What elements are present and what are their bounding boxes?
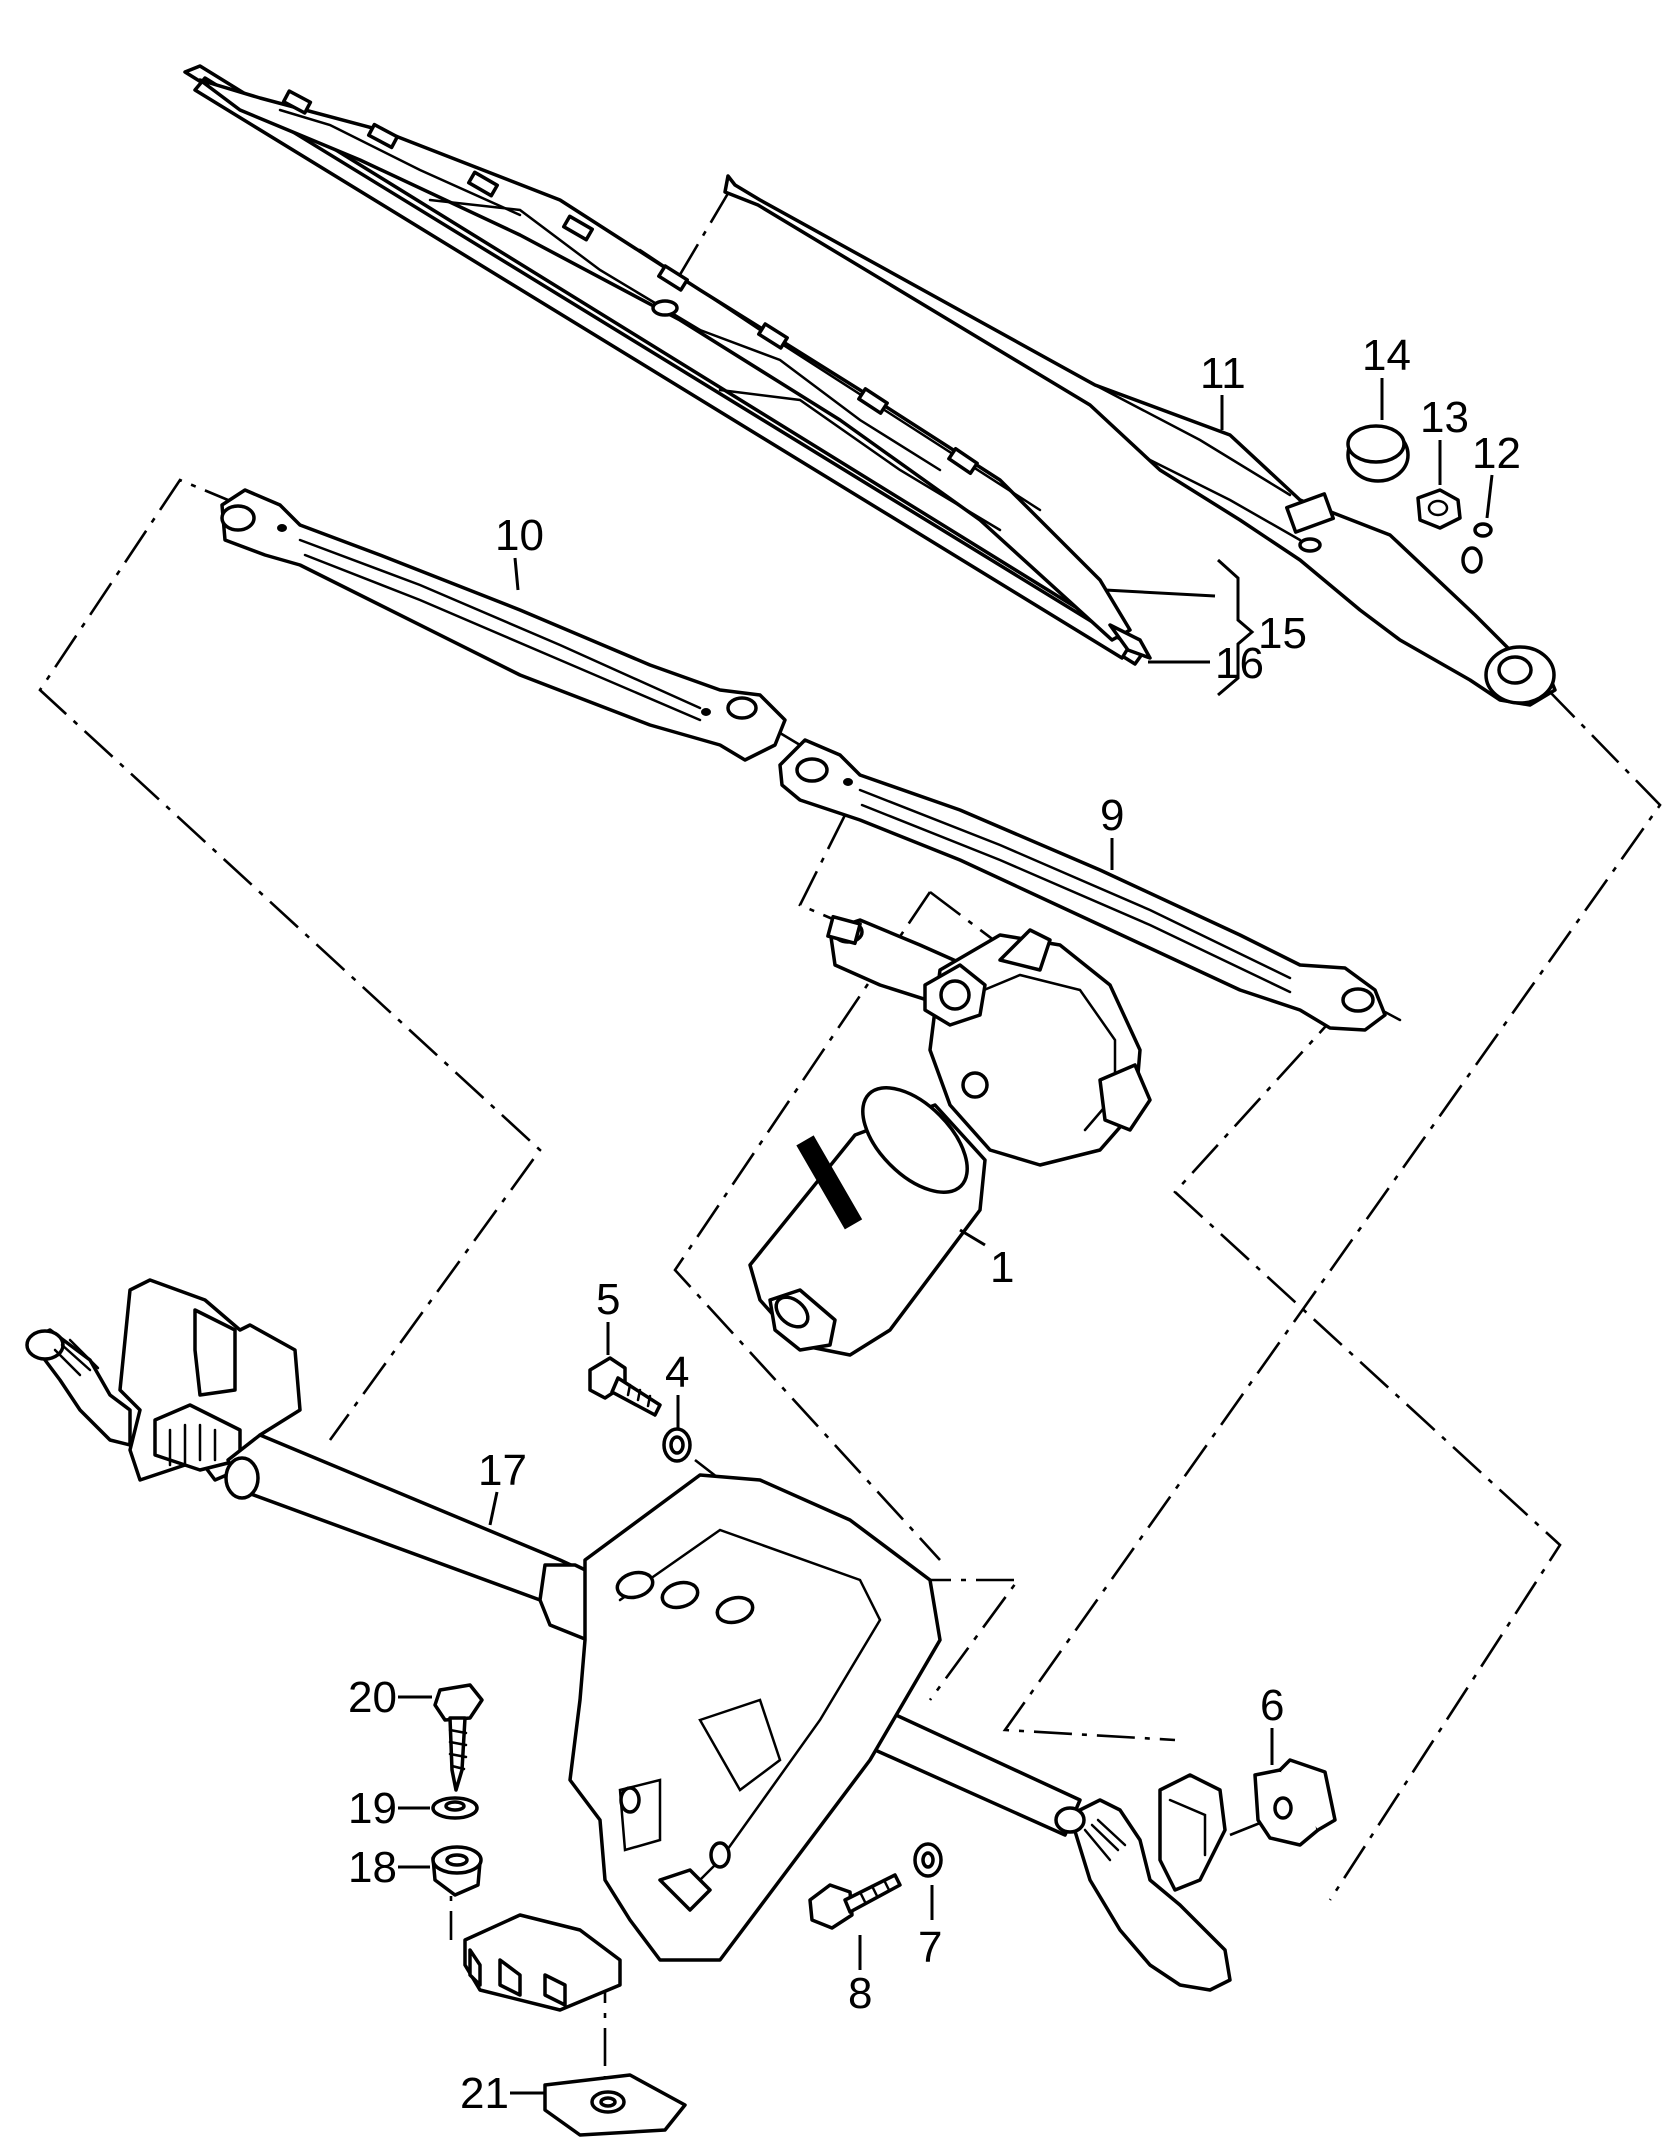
bolt-5 <box>588 1356 662 1417</box>
callout-6: 6 <box>1260 1681 1284 1730</box>
grommet-18 <box>431 1845 483 1897</box>
callout-9: 9 <box>1100 791 1124 840</box>
callout-15: 15 <box>1258 609 1307 658</box>
wiper-motor <box>748 914 1152 1357</box>
callout-17: 17 <box>478 1446 527 1495</box>
washer-4 <box>662 1427 692 1463</box>
callout-labels: 1 4 5 6 7 8 9 10 11 12 13 14 15 16 17 18… <box>348 331 1521 2118</box>
wiper-arm <box>723 174 1557 707</box>
link-rod-10 <box>220 488 787 762</box>
nut <box>1416 488 1462 530</box>
callout-8: 8 <box>848 1969 872 2018</box>
callout-11: 11 <box>1200 349 1246 398</box>
callout-12: 12 <box>1472 429 1521 478</box>
bolt-8 <box>808 1873 902 1930</box>
clip-nut-21 <box>543 2073 687 2137</box>
callout-20: 20 <box>348 1673 397 1722</box>
callout-5: 5 <box>596 1275 620 1324</box>
callout-4: 4 <box>665 1348 689 1397</box>
leader-lines <box>398 378 1494 2095</box>
washer-12 <box>1461 522 1493 574</box>
wiper-blade <box>183 64 1152 666</box>
callout-13: 13 <box>1420 393 1469 442</box>
clip-6 <box>1253 1758 1337 1847</box>
callout-18: 18 <box>348 1843 397 1892</box>
callout-19: 19 <box>348 1784 397 1833</box>
callout-7: 7 <box>918 1923 942 1972</box>
bolt-20 <box>433 1683 484 1792</box>
cap <box>1346 424 1410 483</box>
callout-16: 16 <box>1215 639 1264 688</box>
wiper-frame <box>25 1278 1232 2012</box>
washer-7 <box>913 1842 943 1878</box>
callout-14: 14 <box>1362 331 1411 380</box>
callout-21: 21 <box>460 2069 509 2118</box>
washer-19 <box>431 1796 479 1820</box>
link-rod-9 <box>778 738 1402 1032</box>
callout-1: 1 <box>990 1243 1014 1292</box>
callout-10: 10 <box>495 511 544 560</box>
